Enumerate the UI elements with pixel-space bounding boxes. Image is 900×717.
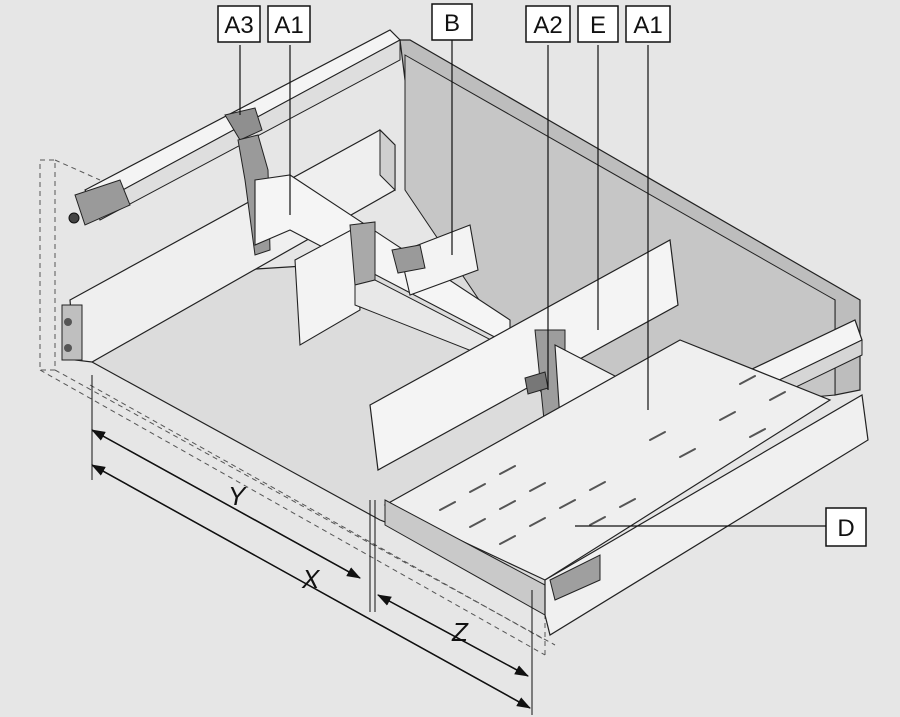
callout-a1-left: A1 <box>267 5 311 43</box>
svg-text:A3: A3 <box>224 12 253 39</box>
svg-text:A2: A2 <box>533 12 562 39</box>
left-hinge <box>61 304 83 361</box>
callout-a3-left: A3 <box>217 5 261 43</box>
dimension-lines <box>91 375 533 715</box>
svg-text:B: B <box>444 10 460 37</box>
callout-a1-right: A1 <box>625 5 671 43</box>
svg-text:A1: A1 <box>633 12 662 39</box>
rail-end-cap <box>74 179 131 226</box>
cross-divider-left <box>294 227 361 346</box>
callout-d: D <box>825 507 867 547</box>
callout-e: E <box>577 5 619 43</box>
dimension-label-y: Y <box>228 481 247 511</box>
callout-b: B <box>431 3 473 41</box>
svg-text:E: E <box>590 12 606 39</box>
b-divider <box>399 224 479 296</box>
svg-text:A1: A1 <box>274 12 303 39</box>
leader-lines <box>239 40 826 527</box>
d-insert-tray <box>383 339 832 581</box>
callout-a2: A2 <box>525 5 571 43</box>
e-divider-panel <box>369 239 679 471</box>
dimension-label-x: X <box>301 564 321 594</box>
right-side-wall <box>544 394 869 636</box>
svg-text:D: D <box>837 515 854 542</box>
dimension-label-z: Z <box>451 617 469 647</box>
